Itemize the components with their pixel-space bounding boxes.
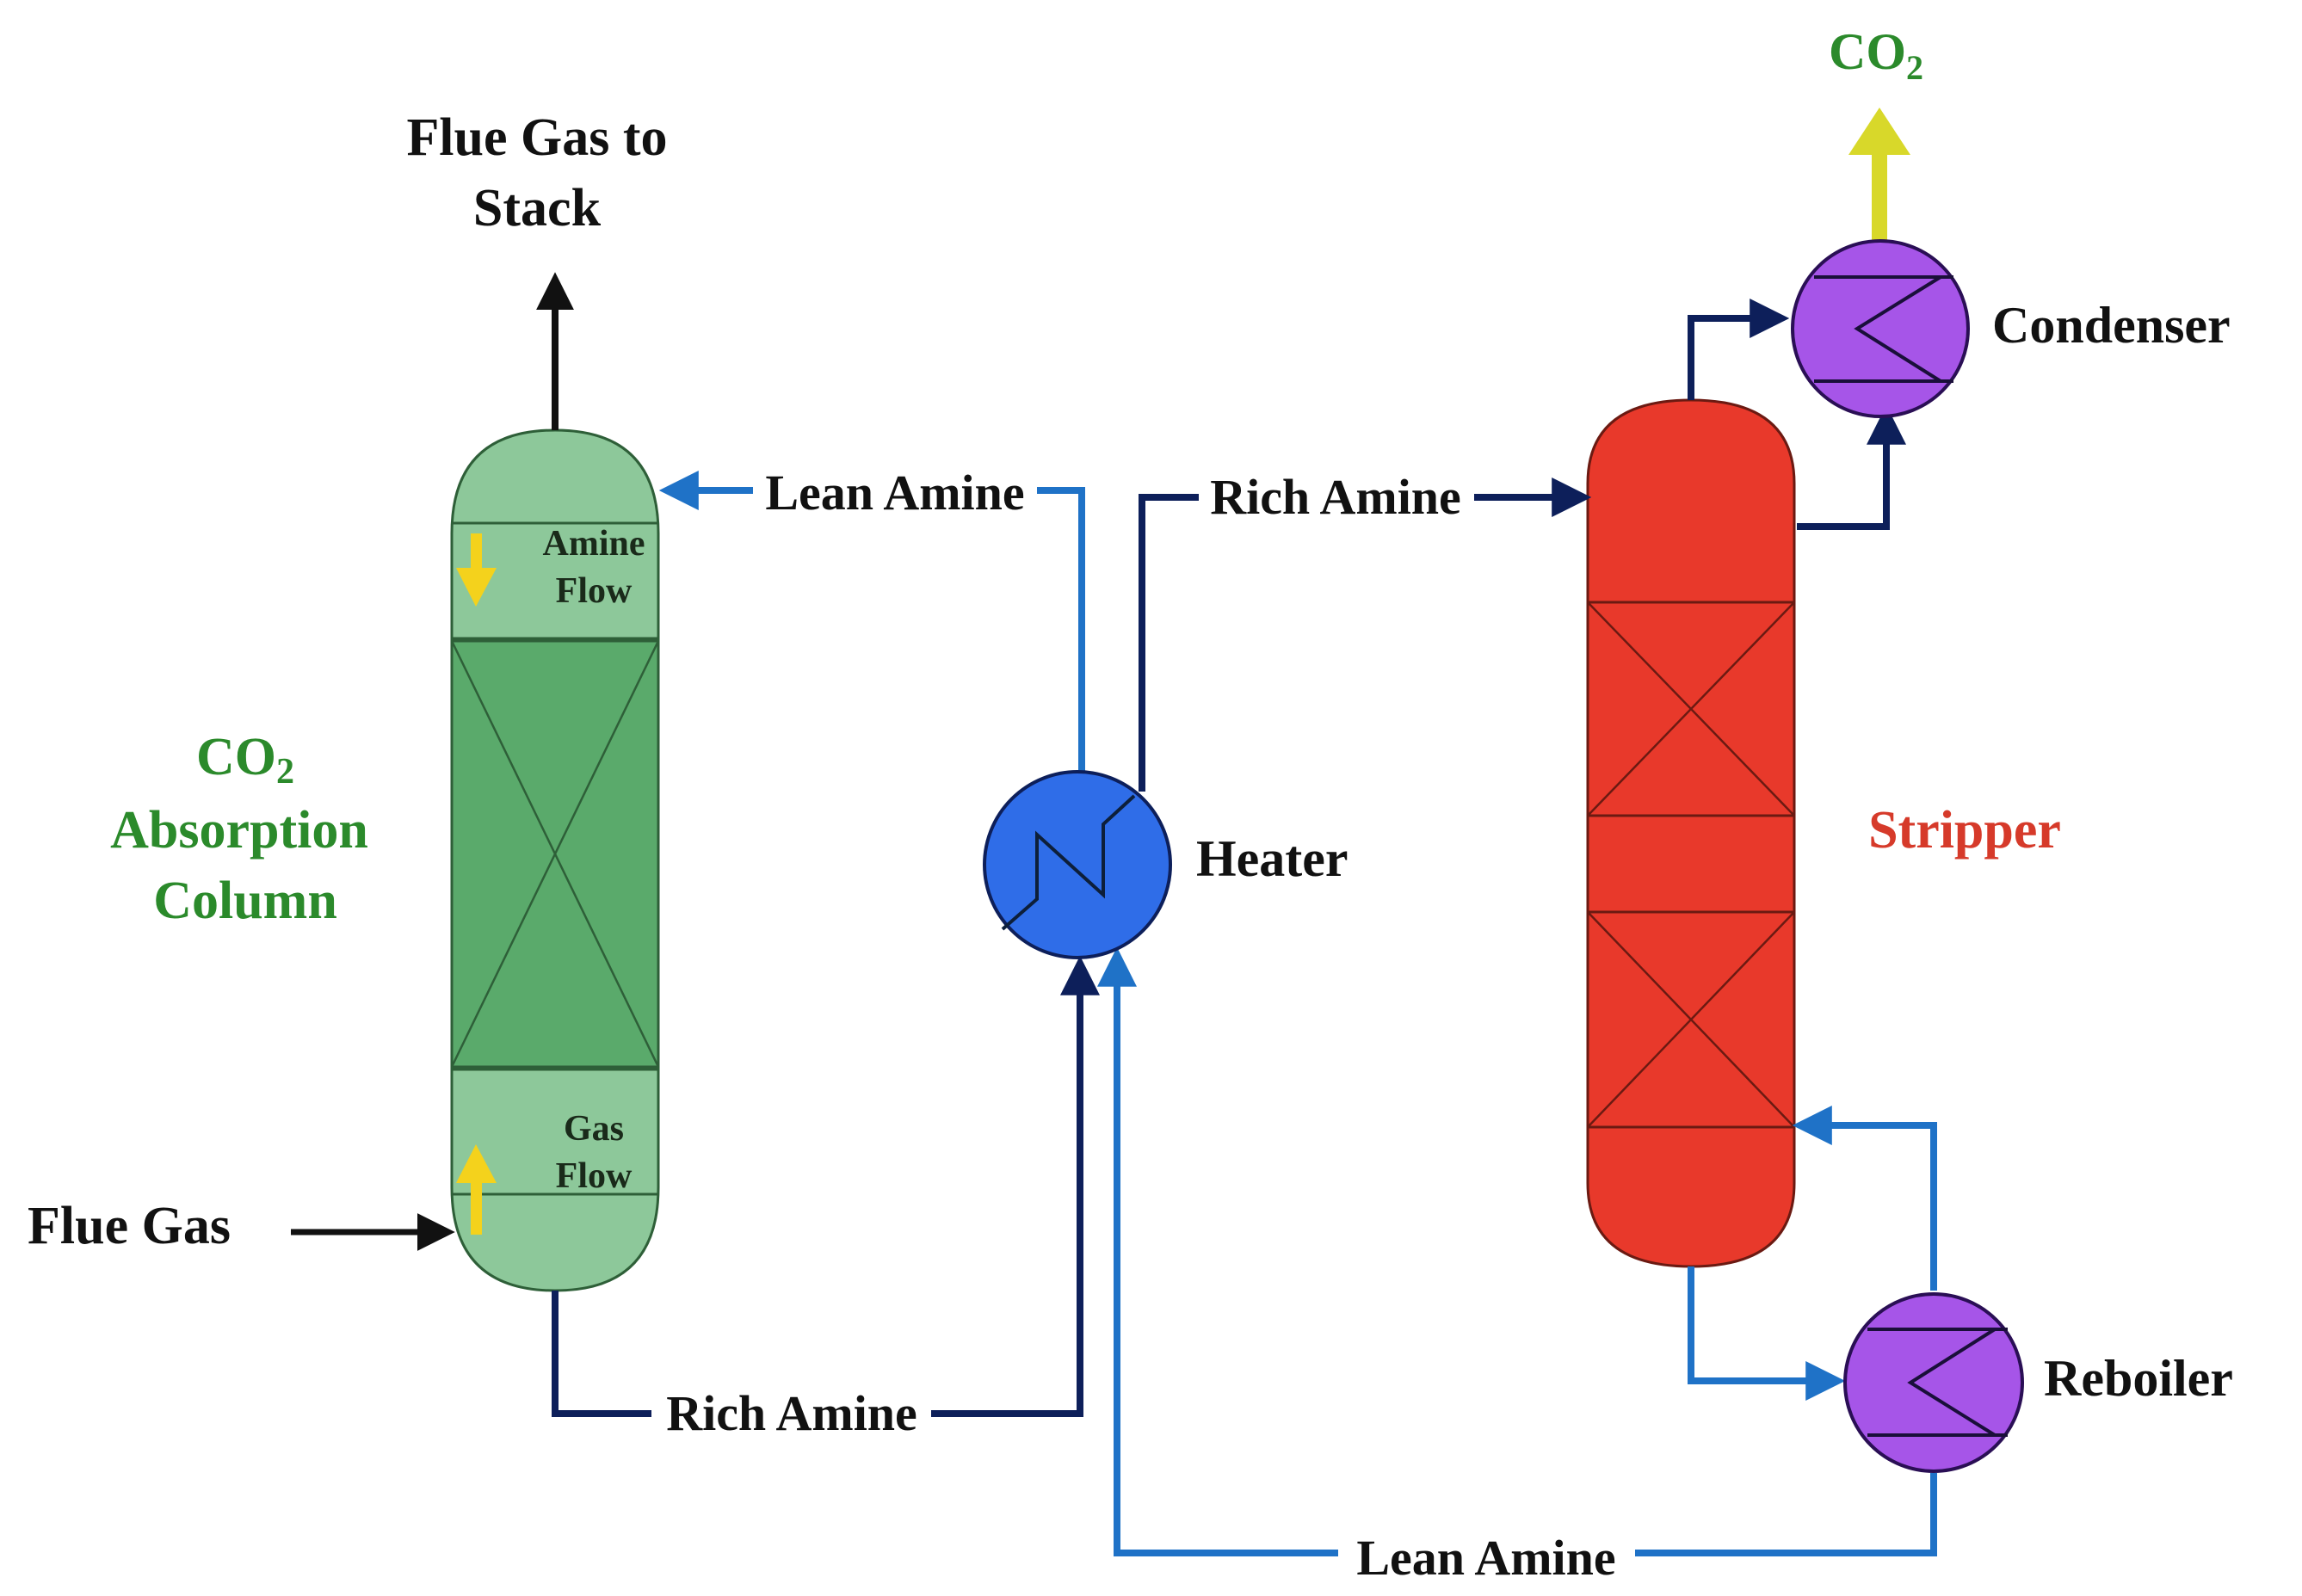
lean-amine-from-reboiler-pipe	[1097, 946, 1937, 1556]
condenser-label: Condenser	[1992, 297, 2231, 354]
co2-product-label: CO2	[1829, 23, 1923, 87]
reboiler-vapor-pipe	[1792, 1106, 1937, 1291]
absorption-column-label-2: Absorption	[110, 801, 368, 860]
condenser	[1791, 239, 1970, 418]
gas-flow-label-1: Gas	[564, 1109, 624, 1149]
reboiler-coil-icon	[1867, 1328, 2008, 1437]
absorption-column	[450, 428, 660, 1292]
lean-amine-return-pipe	[658, 471, 1085, 779]
rich-amine-top-label: Rich Amine	[1210, 469, 1461, 525]
co2-product-arrow-icon	[1848, 108, 1910, 243]
amine-flow-arrow-icon	[456, 533, 497, 607]
stripper-column	[1586, 398, 1796, 1268]
stripper-side-pipe	[1797, 404, 1906, 530]
stripper-bottom-pipe	[1688, 1266, 1846, 1401]
lean-amine-top-label: Lean Amine	[765, 465, 1024, 521]
rich-amine-bottom-label: Rich Amine	[666, 1385, 917, 1441]
amine-flow-label-2: Flow	[556, 571, 633, 611]
absorption-column-label-1: CO2	[196, 728, 294, 792]
flue-gas-label: Flue Gas	[28, 1197, 231, 1255]
heater-coil-icon	[1001, 794, 1136, 931]
flue-gas-to-stack-label-2: Stack	[473, 179, 602, 237]
rich-amine-to-stripper-pipe	[1139, 478, 1592, 792]
lean-amine-bottom-label: Lean Amine	[1356, 1530, 1615, 1586]
stripper-overhead-pipe	[1688, 299, 1790, 400]
condenser-coil-icon	[1814, 275, 1953, 383]
reboiler	[1843, 1292, 2024, 1473]
flue-gas-to-stack-label-1: Flue Gas to	[406, 108, 667, 167]
reboiler-label: Reboiler	[2044, 1350, 2233, 1407]
gas-flow-label-2: Flow	[556, 1156, 633, 1196]
heater-label: Heater	[1196, 830, 1348, 887]
stripper-shell	[1586, 398, 1796, 1268]
absorption-column-label-3: Column	[153, 872, 337, 930]
heater	[983, 770, 1172, 959]
gas-flow-arrow-icon	[456, 1144, 497, 1235]
amine-flow-label-1: Amine	[543, 524, 645, 564]
stripper-label: Stripper	[1868, 801, 2061, 860]
